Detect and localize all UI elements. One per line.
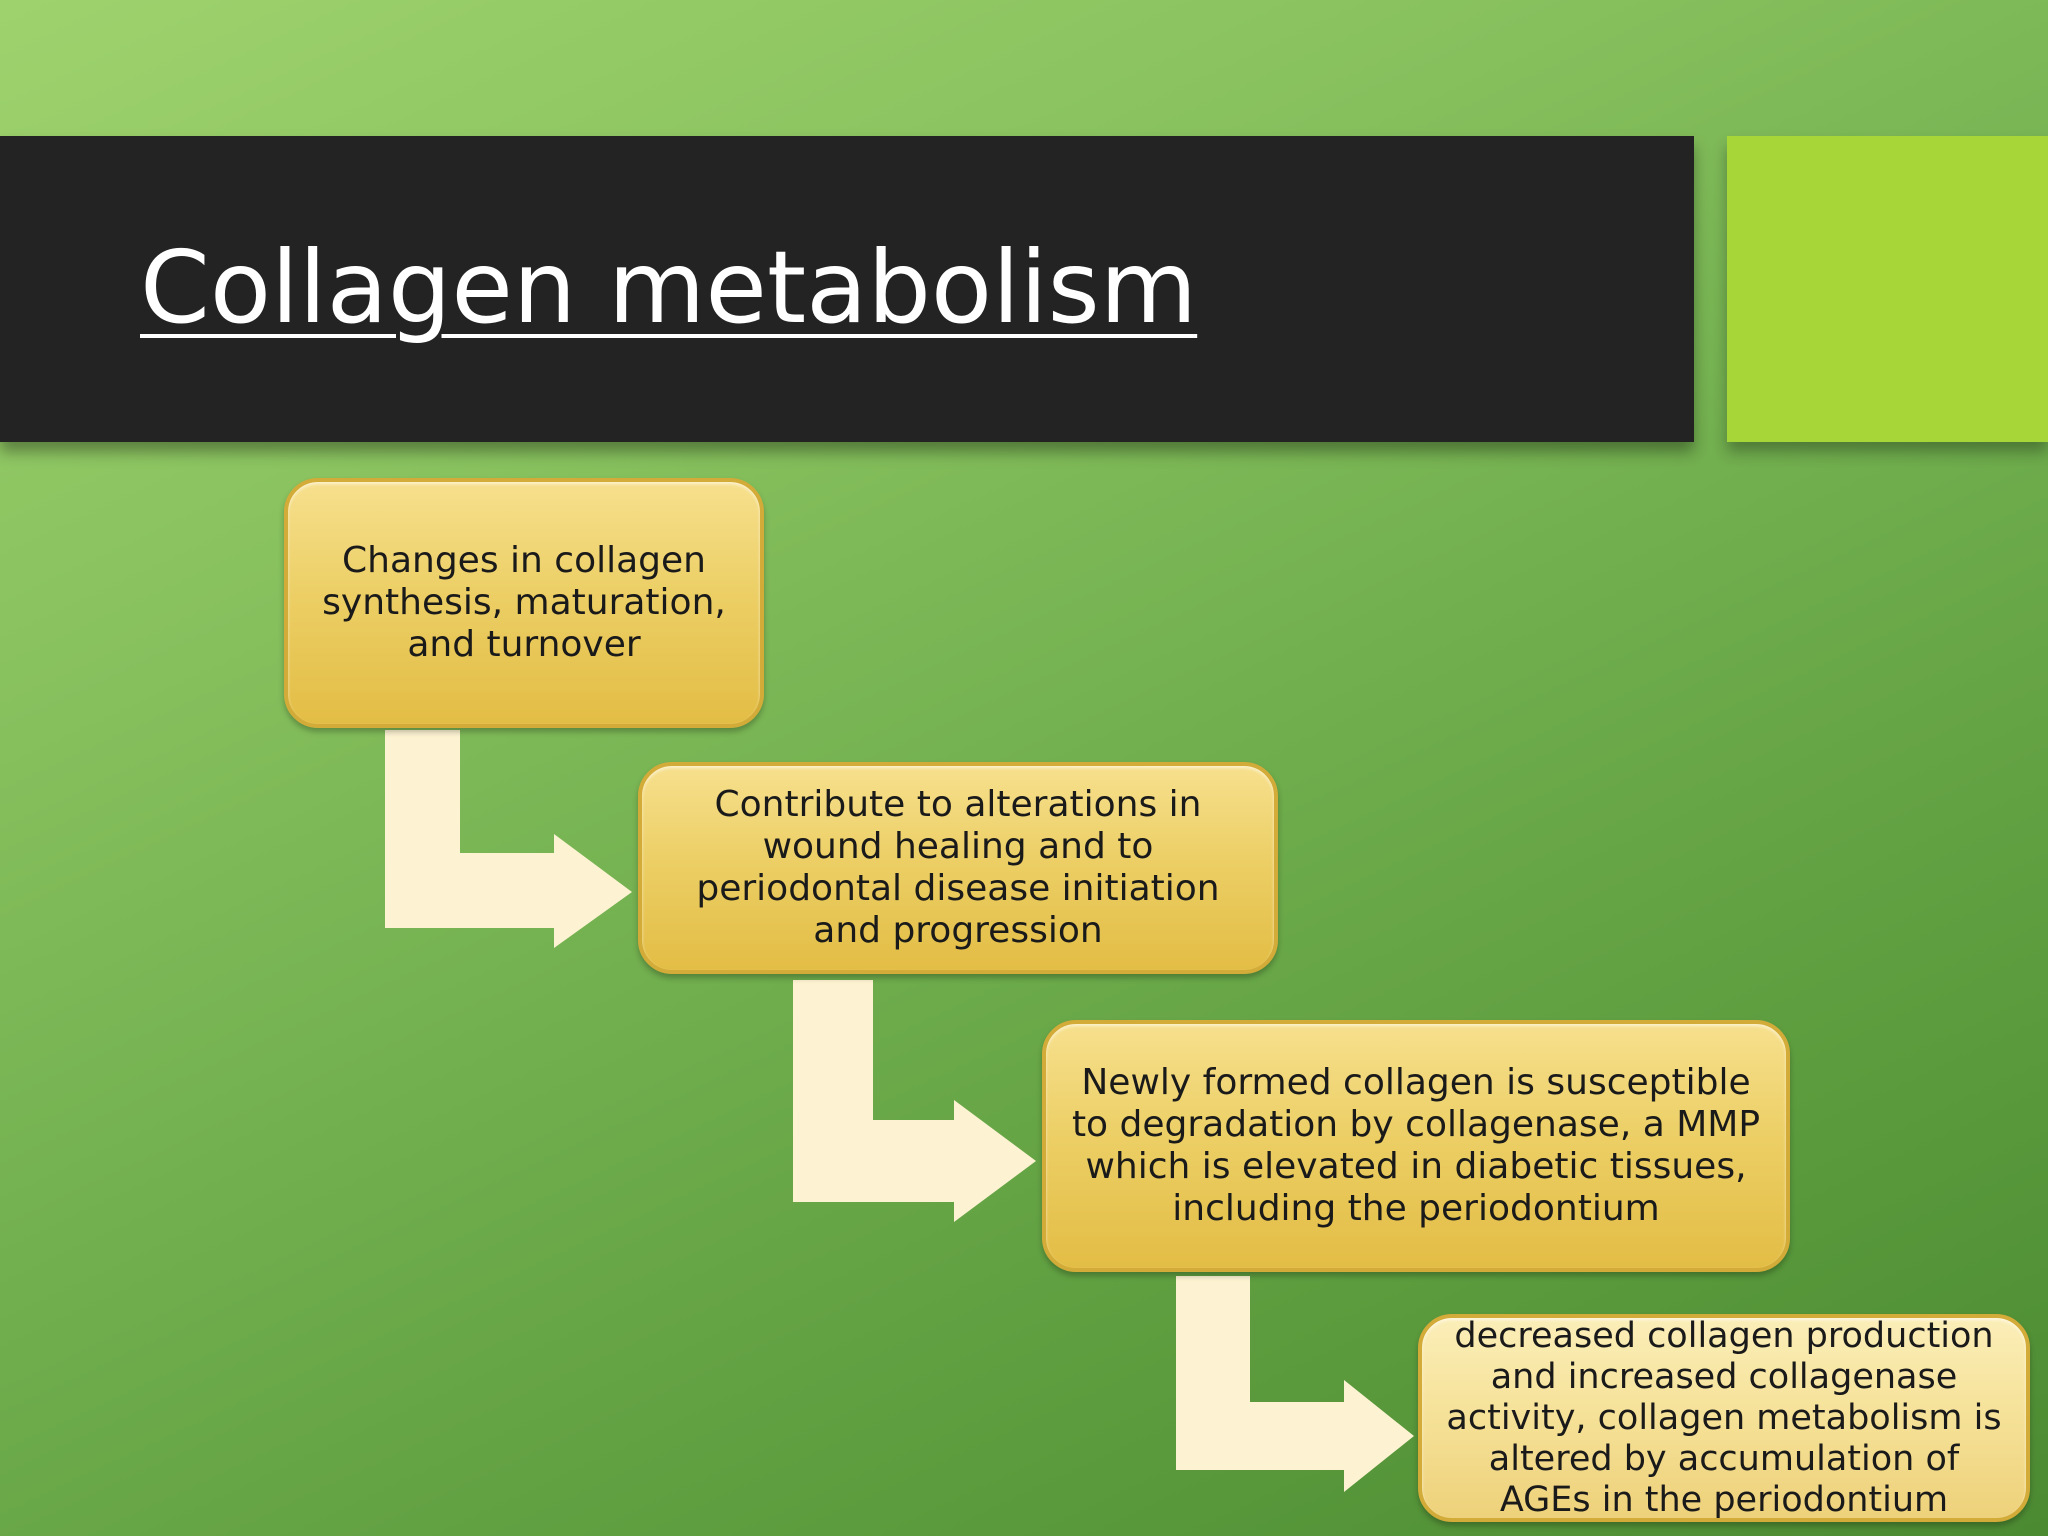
flow-step-1-text: Changes in collagen synthesis, maturatio… [322,540,726,665]
flow-step-2-text: Contribute to alterations in wound heali… [696,784,1220,951]
flow-step-2: Contribute to alterations in wound heali… [638,762,1278,974]
flow-step-3: Newly formed collagen is susceptible to … [1042,1020,1790,1272]
flow-step-3-text: Newly formed collagen is susceptible to … [1071,1062,1761,1229]
title-bar [0,136,1694,442]
accent-block [1727,136,2048,442]
flow-step-1: Changes in collagen synthesis, maturatio… [284,478,764,728]
bent-arrow-2 [793,980,1036,1222]
bent-arrow-3 [1176,1276,1414,1492]
bent-arrow-1 [385,730,632,948]
flow-step-4-text: decreased collagen production and increa… [1446,1315,2002,1520]
slide-title: Collagen metabolism [140,229,1198,346]
flow-step-4: decreased collagen production and increa… [1418,1314,2030,1522]
